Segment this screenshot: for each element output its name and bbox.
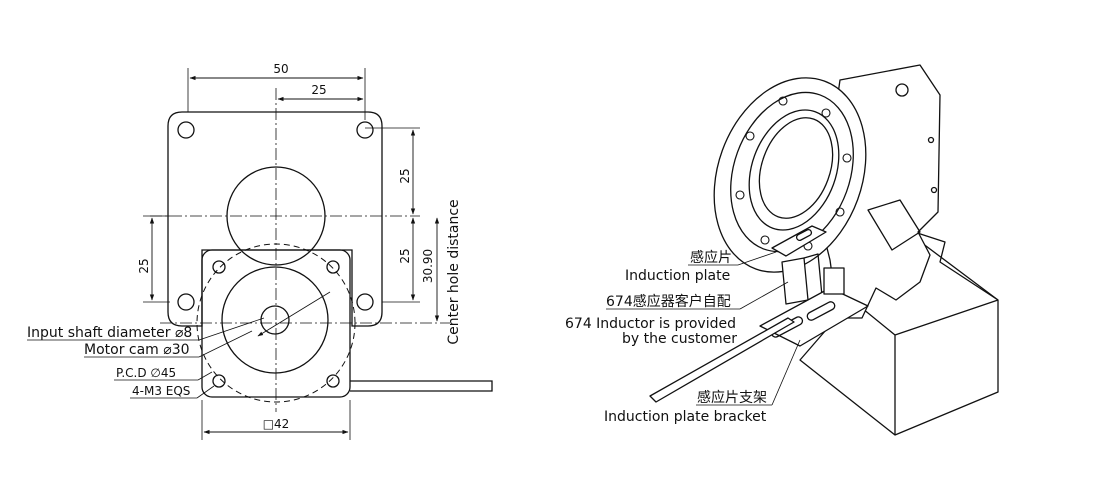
induction-plate-slot [795,229,813,241]
callout-input-shaft: Input shaft diameter ⌀8 [27,325,192,341]
output-flange-inner [748,109,840,231]
label-inductor-en-1: 674 Inductor is provided [565,316,736,332]
output-bore [758,117,834,219]
label-bracket-en: Induction plate bracket [604,409,767,425]
motor-hole-br [326,374,340,388]
flange-hole-br [356,293,374,311]
motor-edge [851,299,999,435]
motor-cam-circle [221,266,329,374]
output-flange-mid [730,91,854,253]
label-inductor-cn: 674感应器客户自配 [606,293,731,310]
flange-bolt-holes [735,96,852,251]
front-view [167,111,493,403]
callout-holes: 4-M3 EQS [132,384,190,398]
output-flange-outer [713,77,867,273]
dim-height-upper: 25 [398,168,412,183]
dim-height-lower: 25 [398,248,412,263]
flange-hole-tl [177,121,195,139]
motor-hole-tl [212,260,226,274]
dim-height-left: 25 [137,258,151,273]
flange-hole-tr [356,121,374,139]
dim-center-hole: 30.90 [421,249,435,283]
label-inductor-en-2: by the customer [622,331,737,347]
dim-center-hole-caption: Center hole distance [446,199,462,344]
bracket-slot-2 [806,301,836,321]
iso-cable [649,317,795,403]
flange-hole-bl [177,293,195,311]
input-shaft-circle [260,305,290,335]
inductor-sensor [781,257,809,305]
center-lines [150,88,450,412]
dim-square-size: □42 [263,417,290,431]
terminal-block [823,267,845,295]
extension-lines [143,68,420,440]
callout-pcd: P.C.D ∅45 [116,366,176,380]
motor-hole-tr [326,260,340,274]
housing-hole-side2 [930,186,938,194]
housing-hole-top [895,83,909,97]
label-bracket-cn: 感应片支架 [697,389,767,406]
callout-motor-cam: Motor cam ⌀30 [84,342,190,358]
motor-top-face [901,227,999,301]
mounting-flange [167,111,383,327]
motor-hole-bl [212,374,226,388]
housing-ridge [867,199,921,251]
dim-width-total: 50 [273,62,288,76]
motor-cable [350,380,493,392]
leader-lines [27,291,331,399]
isometric-view [649,64,999,436]
dimension-lines [149,75,440,435]
dim-width-half: 25 [311,83,326,97]
label-plate-cn: 感应片 [690,249,732,266]
label-plate-en: Induction plate [625,268,730,284]
iso-leader-lines [606,251,801,406]
housing-hole-side [927,136,935,144]
